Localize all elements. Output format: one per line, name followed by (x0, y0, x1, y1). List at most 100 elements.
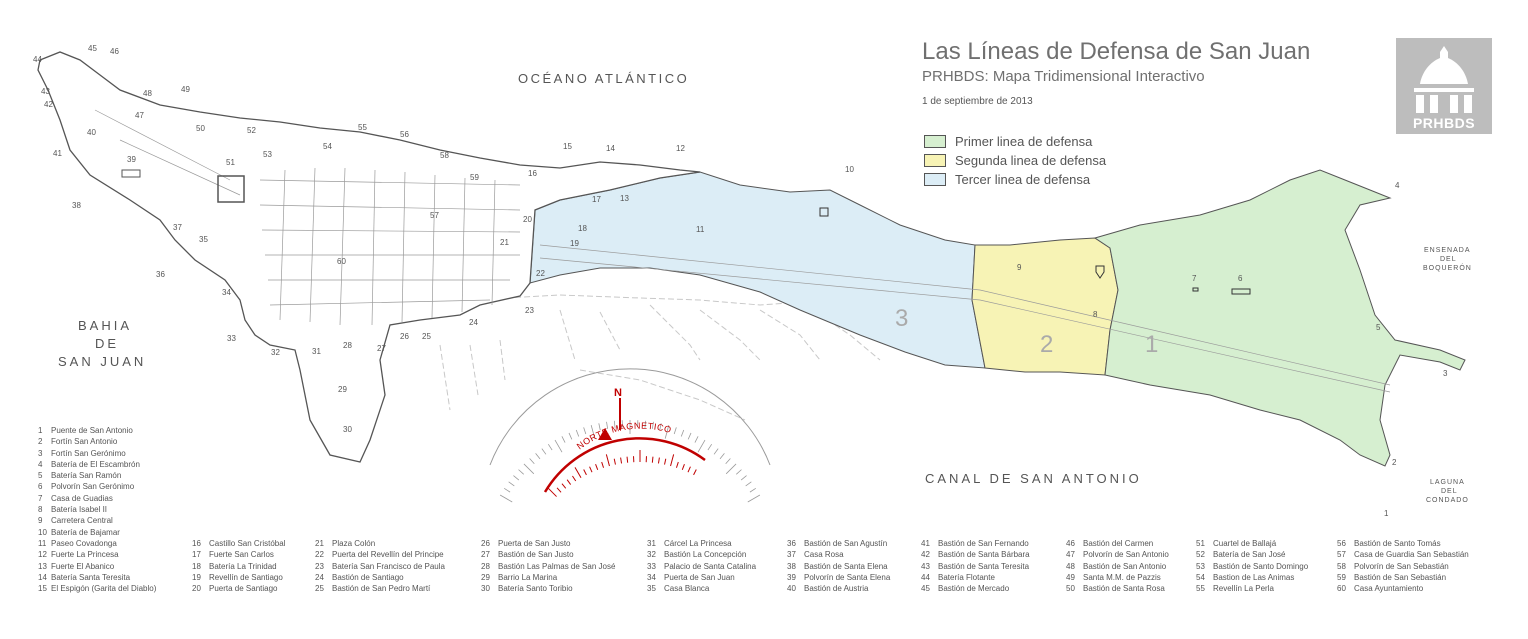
index-name: Bastión de San Pedro Martí (332, 584, 431, 594)
point-label-13: 13 (620, 194, 629, 203)
compass-outer-tick (583, 427, 587, 435)
ensenada-label-line3: BOQUERÓN (1423, 263, 1472, 272)
index-name: Cuartel de Ballajá (1213, 539, 1277, 548)
index-number: 40 (787, 584, 796, 594)
index-number: 27 (481, 550, 490, 560)
point-label-20: 20 (523, 215, 532, 224)
compass-inner-tick (572, 475, 577, 482)
point-label-34: 34 (222, 288, 231, 297)
index-number: 24 (315, 572, 324, 582)
index-name: Bastión de Austria (804, 584, 869, 594)
compass-inner-tick (664, 458, 667, 465)
index-name: Bastión de Santiago (332, 572, 404, 582)
index-name: Batería de El Escambrón (51, 459, 140, 469)
index-name: Santa M.M. de Pazzis (1083, 572, 1161, 582)
canal-label: CANAL DE SAN ANTONIO (925, 471, 1142, 486)
index-name: Batería Santo Toribio (498, 584, 573, 594)
compass-inner-tick (693, 469, 697, 476)
index-name: Revellín de Santiago (209, 572, 283, 582)
index-number: 54 (1196, 572, 1205, 582)
point-label-57: 57 (430, 211, 439, 220)
point-label-27: 27 (377, 344, 386, 353)
index-number: 18 (192, 561, 201, 571)
index-number: 50 (1066, 584, 1075, 594)
building-zone1-b (1192, 287, 1199, 292)
prhbds-logo: PRHBDS (1396, 38, 1492, 134)
numbered-point-labels: 1234567891011121314151617181920212223242… (33, 44, 1448, 518)
index-number: 20 (192, 584, 201, 594)
index-number: 12 (38, 550, 47, 560)
legend-item-primer: Primer linea de defensa (924, 132, 1106, 151)
index-number: 31 (647, 539, 656, 548)
index-number: 52 (1196, 550, 1205, 560)
index-number: 1 (38, 426, 43, 435)
compass-inner-tick (687, 466, 691, 473)
compass-inner-tick (675, 461, 679, 468)
index-number: 53 (1196, 561, 1205, 571)
point-label-21: 21 (500, 238, 509, 247)
compass-outer-tick (529, 458, 535, 464)
index-number: 6 (38, 482, 43, 492)
city-street-grid (94, 109, 1391, 393)
point-label-44: 44 (33, 55, 42, 64)
point-label-29: 29 (338, 385, 347, 394)
point-label-23: 23 (525, 306, 534, 315)
compass-outer-tick (561, 436, 566, 443)
index-number: 33 (647, 561, 656, 571)
point-label-35: 35 (199, 235, 208, 244)
compass-outer-tick (725, 463, 737, 475)
legend-label: Segunda linea de defensa (955, 153, 1107, 168)
point-label-52: 52 (247, 126, 256, 135)
north-arrow-icon (598, 428, 612, 440)
point-label-60: 60 (337, 257, 346, 266)
point-label-38: 38 (72, 201, 81, 210)
index-number: 58 (1337, 561, 1346, 571)
compass-outer-tick (680, 429, 685, 437)
compass-outer-tick (575, 429, 580, 437)
index-number: 60 (1337, 584, 1346, 594)
index-name: Puerta de Santiago (209, 584, 278, 594)
index-number: 9 (38, 516, 43, 526)
compass-outer-tick (606, 421, 609, 429)
point-label-2: 2 (1392, 458, 1397, 467)
index-number: 47 (1066, 550, 1075, 560)
point-label-58: 58 (440, 151, 449, 160)
point-label-32: 32 (271, 348, 280, 357)
index-number: 26 (481, 539, 490, 548)
point-label-9: 9 (1017, 263, 1022, 272)
index-name: Bastión de Santo Tomás (1354, 539, 1441, 548)
compass-outer-tick (535, 453, 541, 460)
index-number: 19 (192, 572, 201, 582)
index-number: 36 (787, 539, 796, 548)
compass-outer-tick (590, 425, 596, 439)
index-number: 2 (38, 437, 43, 447)
point-label-37: 37 (173, 223, 182, 232)
ocean-label: OCÉANO ATLÁNTICO (518, 71, 689, 86)
index-number: 37 (787, 550, 796, 560)
point-label-43: 43 (41, 87, 50, 96)
point-label-55: 55 (358, 123, 367, 132)
zone-2-number: 2 (1040, 331, 1053, 358)
bay-label-line3: SAN JUAN (58, 354, 146, 369)
compass-inner-tick (657, 457, 660, 464)
index-name: Revellín La Perla (1213, 584, 1274, 594)
point-label-22: 22 (536, 269, 545, 278)
